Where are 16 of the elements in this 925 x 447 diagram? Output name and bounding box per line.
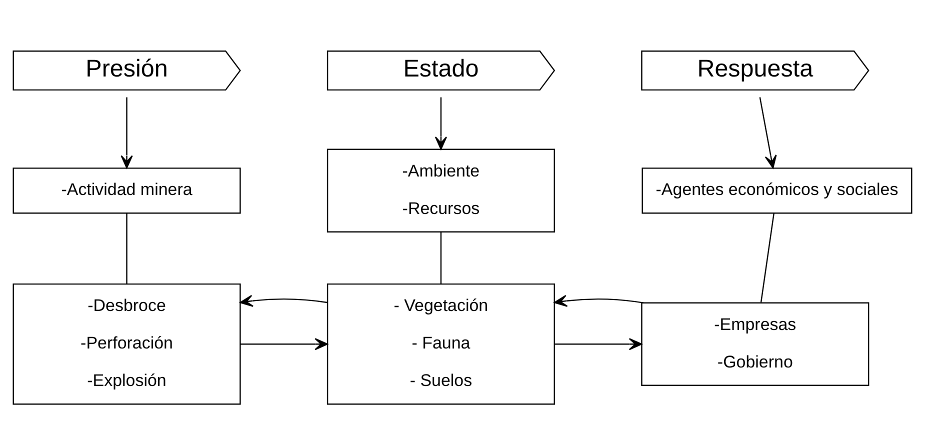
arrow	[554, 338, 642, 350]
arrow	[120, 96, 133, 168]
connector	[760, 212, 775, 302]
arrow	[759, 96, 777, 168]
node-box: -Agentes económicos y sociales	[642, 167, 912, 214]
node-box: -Empresas -Gobierno	[641, 302, 870, 386]
arrow	[240, 338, 328, 350]
node-box: -Desbroce -Perforación -Explosión	[12, 282, 241, 404]
node-box: -Actividad minera	[12, 167, 241, 214]
node-box: - Vegetación - Fauna - Suelos	[326, 282, 555, 404]
arrow	[554, 294, 644, 306]
arrow	[434, 96, 448, 150]
connector	[440, 231, 442, 284]
connector	[126, 212, 128, 284]
arrow	[240, 294, 328, 306]
node-box: -Ambiente -Recursos	[326, 148, 555, 232]
